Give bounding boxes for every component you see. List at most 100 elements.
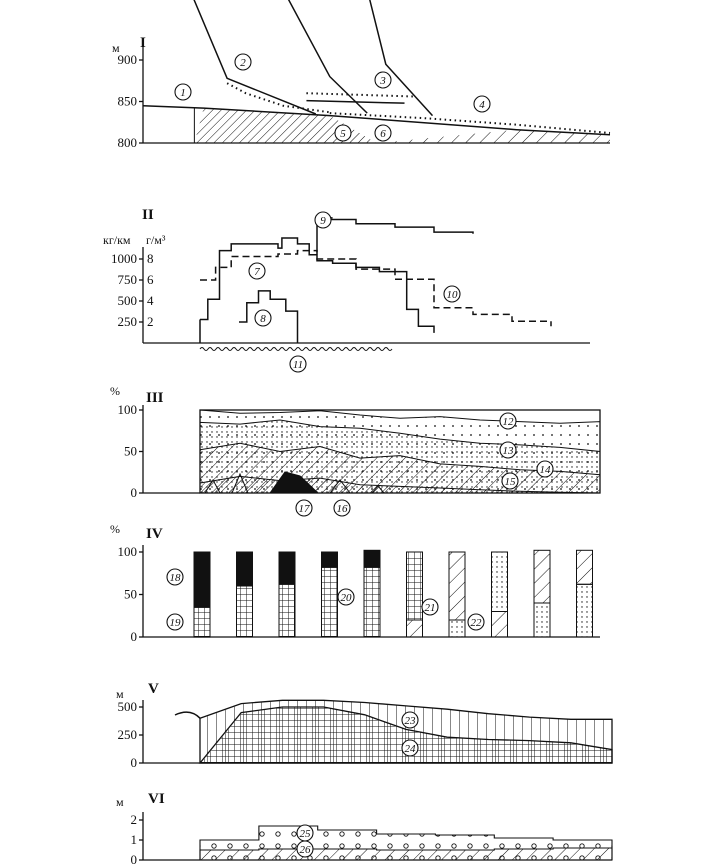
I-tick-label-850: 850 (118, 94, 138, 109)
V-callout-23-circle (401, 711, 419, 729)
I-slope-line-1 (193, 0, 317, 115)
I-callout-3-circle (374, 71, 392, 89)
I-callout-6-circle (374, 124, 392, 142)
I-fill-5 (194, 108, 377, 143)
IV-bar-7-segment-22 (448, 619, 466, 638)
IV-callout-21-circle (421, 598, 439, 616)
VI-tick-label-2: 2 (131, 812, 138, 827)
II-callout-9-label: 9 (320, 215, 326, 227)
y-unit-IV: % (110, 522, 120, 536)
panel-label-IV: IV (146, 526, 163, 542)
I-callout-2-circle (234, 53, 252, 71)
IV-bar-6-segment-20 (406, 551, 423, 621)
IV-bar-9-segment-22 (533, 602, 551, 638)
IV-bar-1-segment-18 (193, 551, 211, 608)
IV-bar-10-segment-22 (576, 583, 593, 638)
VI-tick-label-0: 0 (131, 852, 138, 867)
I-callout-3-label: 3 (379, 75, 386, 87)
I-callout-5-circle (334, 124, 352, 142)
III-tick-label-0: 0 (131, 485, 138, 500)
IV-tick-label-100: 100 (118, 544, 138, 559)
left-unit-II: кг/км (103, 233, 131, 247)
III-callout-13-circle (499, 441, 517, 459)
III-callout-12-circle (499, 412, 517, 430)
panel-label-III: III (146, 390, 164, 406)
I-callout-1-circle (174, 83, 192, 101)
I-tick-label-800: 800 (118, 135, 138, 150)
II-callout-7-circle (248, 262, 266, 280)
panel-label-II: II (142, 207, 154, 223)
II-right-tick-label-6: 6 (147, 272, 154, 287)
IV-bar-3-segment-19 (278, 583, 296, 638)
I-slope-line-3 (369, 0, 434, 117)
panel-label-VI: VI (148, 791, 165, 807)
II-right-tick-label-2: 2 (147, 314, 154, 329)
IV-bar-9-segment-21 (533, 549, 551, 604)
II-callout-10-label: 10 (447, 289, 459, 301)
II-wave (199, 347, 393, 351)
III-frame (199, 409, 601, 494)
IV-callout-22-circle (467, 613, 485, 631)
IV-tick-label-50: 50 (124, 587, 137, 602)
II-right-tick-label-8: 8 (147, 251, 154, 266)
V-tick-label-250: 250 (118, 727, 138, 742)
IV-callout-20-circle (337, 588, 355, 606)
VI-callout-26-circle (296, 840, 314, 858)
IV-bar-3-segment-18 (278, 551, 296, 585)
IV-bar-2-segment-19 (236, 585, 253, 638)
IV-callout-18-label: 18 (170, 572, 182, 584)
IV-bar-1-segment-19 (193, 606, 211, 638)
V-tick-label-500: 500 (118, 699, 138, 714)
III-callout-16-circle (333, 499, 351, 517)
V-callout-24-circle (401, 739, 419, 757)
V-callout-24-label: 24 (405, 743, 417, 755)
IV-bar-5-segment-20 (363, 566, 381, 638)
V-callout-23-label: 23 (405, 715, 417, 727)
IV-callout-20-label: 20 (341, 592, 353, 604)
III-callout-17-circle (295, 499, 313, 517)
I-series-line-2 (226, 82, 330, 114)
VI-callout-25-label: 25 (300, 828, 312, 840)
II-right-tick-label-4: 4 (147, 293, 154, 308)
IV-bar-10-segment-21 (576, 549, 593, 585)
y-unit-III: % (110, 384, 120, 398)
II-series-line-7 (200, 237, 435, 333)
III-callout-14-circle (536, 460, 554, 478)
IV-bar-4-segment-20 (321, 566, 338, 638)
IV-callout-19-circle (166, 613, 184, 631)
y-unit-VI: м (116, 795, 124, 809)
I-callout-4-circle (473, 95, 491, 113)
IV-bar-7-segment-21 (448, 551, 466, 621)
I-tick-label-900: 900 (118, 52, 138, 67)
panel-label-V: V (148, 681, 159, 697)
IV-callout-22-label: 22 (471, 617, 483, 629)
I-series-line-1 (142, 104, 611, 136)
I-slope-line-2 (287, 0, 368, 114)
III-callout-13-label: 13 (503, 445, 515, 457)
III-callout-14-label: 14 (540, 464, 552, 476)
II-callout-11-circle (289, 355, 307, 373)
IV-bar-2-segment-18 (236, 551, 253, 587)
I-callout-1-label: 1 (180, 87, 186, 99)
III-callout-15-label: 15 (505, 476, 517, 488)
II-left-tick-label-750: 750 (118, 272, 138, 287)
IV-tick-label-0: 0 (131, 629, 138, 644)
VI-tick-label-1: 1 (131, 832, 138, 847)
II-callout-11-label: 11 (293, 359, 303, 371)
IV-bar-5-segment-18 (363, 549, 381, 568)
I-callout-6-label: 6 (380, 128, 386, 140)
IV-bar-6-segment-21 (406, 619, 423, 638)
IV-callout-18-circle (166, 568, 184, 586)
I-series-3-solid (306, 99, 405, 104)
V-left-tail (174, 711, 201, 719)
II-callout-8-label: 8 (260, 313, 266, 325)
II-callout-8-circle (254, 309, 272, 327)
